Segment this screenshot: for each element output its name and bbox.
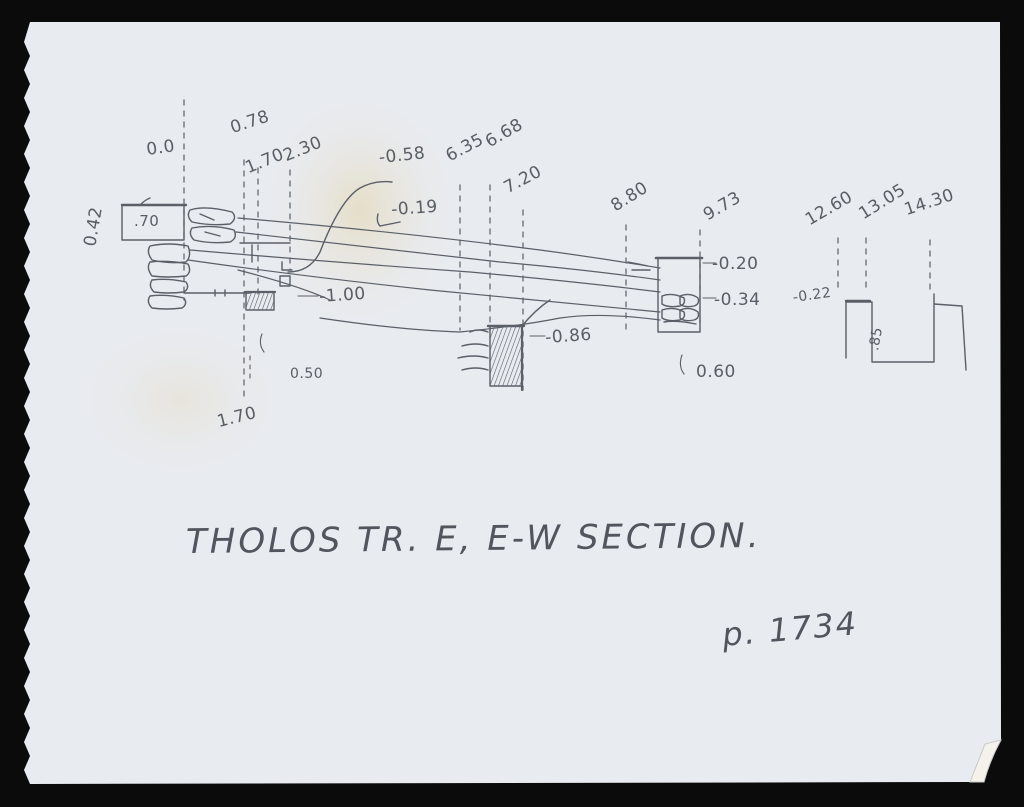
arrow-019 [376,213,401,227]
label-0-0: 0.0 [145,136,177,160]
drawing-title: THOLOS TR. E, E-W SECTION. [185,515,762,563]
label-neg-0-19: -0.19 [390,196,439,220]
small-square [279,275,291,287]
label-0-50: 0.50 [290,366,324,382]
paper-stain [60,310,300,490]
stones-left [147,207,237,310]
leader-marks [249,262,717,381]
curve-s [287,180,393,273]
stones-right [627,256,704,333]
label-70: .70 [134,212,160,230]
label-neg-0-34: -0.34 [714,290,761,310]
label-neg-0-86: -0.86 [544,324,593,348]
hatched-post [245,291,275,311]
curled-corner [969,739,1002,783]
label-neg-0-20: -0.20 [712,254,759,274]
label-neg-1-00: -1.00 [318,283,367,307]
label-0-60: 0.60 [696,362,736,382]
strata-lines [187,217,661,333]
central-wall [457,299,551,392]
pit-right [844,293,967,371]
